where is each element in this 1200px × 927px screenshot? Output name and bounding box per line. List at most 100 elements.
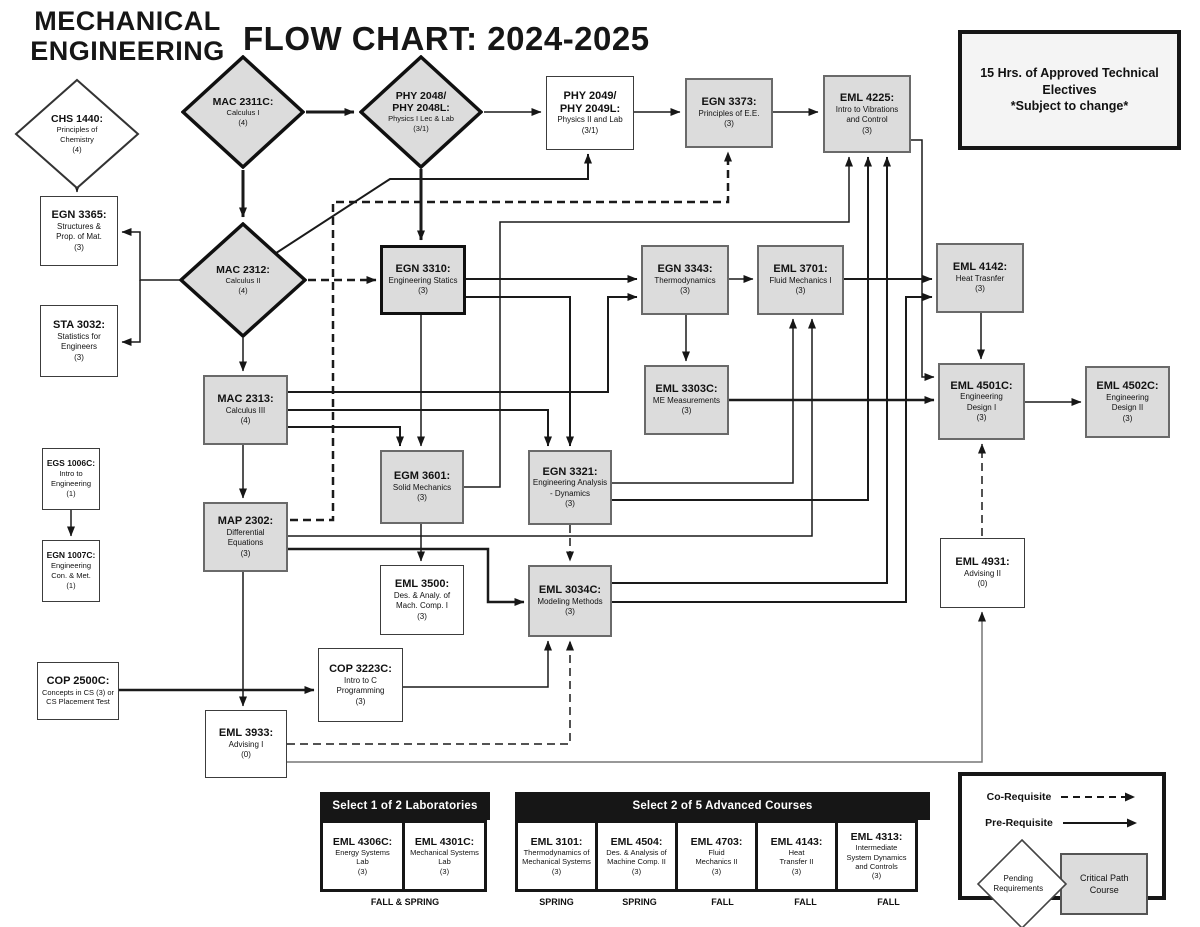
edge-mac2312-sta3032-pre [121,280,141,346]
section-labs-term-caption: FALL & SPRING [370,897,440,907]
course-code: EML 3701: [773,263,828,276]
electives-note-line1: 15 Hrs. of Approved Technical Electives [980,65,1159,97]
course-eml3303c: EML 3303C:ME Measurements(3) [644,365,729,435]
edge-egn3321-eml3701-pre [612,318,797,484]
course-code: COP 2500C: [46,674,110,687]
edge-eml4225-eml4501c-pre [911,139,935,381]
course-detail: Engineering Statics [388,275,458,285]
course-detail: Intermediate [855,843,898,853]
course-detail: (4) [238,118,248,128]
course-egn3365: EGN 3365:Structures &Prop. of Mat.(3) [40,196,118,266]
course-code: EGN 3310: [395,263,451,276]
course-detail: Statistics for [57,331,101,341]
course-code: PHY 2048L: [392,102,450,115]
course-code: EGM 3601: [393,470,451,483]
course-detail: and Control [846,115,888,125]
edge-eml3034c-eml4225-pre [612,156,891,584]
edge-eml3933-eml3034c-co [287,640,574,745]
course-detail: Equations [227,538,264,548]
course-detail: Mechanical Systems [410,847,479,857]
course-detail: Calculus II [225,276,261,286]
course-code: EML 4703: [690,835,743,848]
term-label: SPRING [622,897,657,907]
diamond-shape-icon [181,55,305,169]
technical-electives-note: 15 Hrs. of Approved Technical Electives … [958,30,1181,150]
course-code: EGN 3343: [657,263,713,276]
pre-requisite-solid-arrow-icon [1062,818,1137,828]
course-detail: (0) [241,750,251,760]
course-phy2048: PHY 2048/PHY 2048L:Physics I Lec & Lab(3… [359,55,483,169]
program-title-line2: ENGINEERING [30,36,225,67]
course-detail: (3) [976,413,987,423]
diamond-shape-icon [359,55,483,169]
course-detail: (3) [565,607,575,617]
course-code: EML 4504: [610,835,663,848]
course-detail: (3) [862,125,872,135]
course-egn3321: EGN 3321:Engineering Analysis- Dynamics(… [528,450,612,525]
course-detail: Engineering [50,479,92,488]
term-label: FALL [711,897,734,907]
term-label: FALL [877,897,900,907]
course-detail: Engineering Analysis [532,478,608,488]
course-mac2312: MAC 2312:Calculus II(4) [179,222,307,338]
course-detail: and Controls [855,862,898,872]
pre-requisite-label: Pre-Requisite [985,817,1053,829]
program-title-line1: MECHANICAL [34,6,221,36]
course-detail: Calculus I [226,108,260,118]
edge-egm3601-eml4225-pre [464,156,853,488]
edge-eml3933-eml4931-pre [287,611,986,763]
course-mac2313: MAC 2313:Calculus III(4) [203,375,288,445]
edge-mac2313-egn3321-pre [288,409,552,447]
course-detail: (3) [975,284,985,294]
course-detail: Physics I Lec & Lab [388,114,454,124]
course-code: EGN 1007C: [46,550,96,561]
edge-mac2312-egn3365-pre [121,228,180,281]
course-code: EML 4313: [850,831,903,844]
course-egn3310: EGN 3310:Engineering Statics(3) [380,245,466,315]
course-detail: Con. & Met. [51,571,91,580]
course-egn3373: EGN 3373:Principles of E.E.(3) [685,78,773,148]
course-detail: (3) [871,871,882,881]
course-detail: Heat [788,847,805,857]
course-detail: Advising I [228,739,264,749]
course-detail: (1) [66,488,76,498]
edge-cop3223c-eml3034c-pre [403,640,552,688]
course-detail: Des. & Analysis of [606,847,667,857]
course-detail: ME Measurements [652,395,721,405]
course-detail: Intro to Vibrations [835,104,899,114]
edge-egn3310-egn3321-pre [466,296,574,447]
co-requisite-label: Co-Requisite [986,791,1052,803]
electives-note-line2: *Subject to change* [1010,99,1129,114]
course-detail: - Dynamics [549,488,590,498]
diamond-shape-icon [976,838,1068,927]
course-code: MAC 2312: [216,264,270,277]
course-code: EML 4142: [952,261,1008,274]
course-detail: (3) [418,286,428,296]
course-detail: Calculus III [225,405,266,415]
course-code: MAP 2302: [217,515,274,528]
course-detail: (4) [72,144,82,154]
edge-egn3321-eml4225-pre [612,156,872,501]
course-eml4931: EML 4931:Advising II(0) [940,538,1025,608]
course-detail: (4) [238,286,248,296]
course-detail: Solid Mechanics [392,482,452,492]
course-code: PHY 2048/ [395,90,447,103]
chart-title: FLOW CHART: 2024-2025 [243,20,650,57]
edge-mac2312-phy2049-pre [269,153,592,258]
course-code: EGN 3321: [542,465,598,478]
